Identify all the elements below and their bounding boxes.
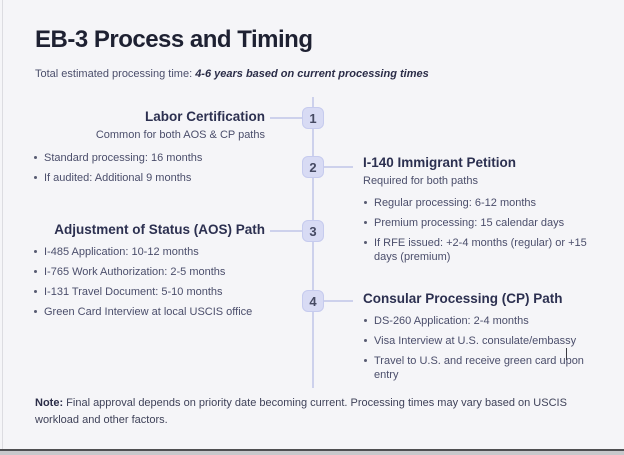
bullet-item: If RFE issued: +2-4 months (regular) or … [363, 236, 600, 264]
bullet-item: Travel to U.S. and receive green card up… [363, 354, 598, 382]
page-bottom-edge [0, 449, 624, 451]
step-bullet-list: Regular processing: 6-12 months Premium … [363, 196, 600, 264]
step-bullet-list: I-485 Application: 10-12 months I-765 Wo… [33, 245, 265, 319]
total-time-label: Total estimated processing time: [35, 68, 196, 80]
step-subtitle: Required for both paths [363, 175, 478, 187]
step-number-badge-1: 1 [302, 107, 324, 129]
step-number-badge-3: 3 [302, 220, 324, 242]
step-number-badge-4: 4 [302, 290, 324, 312]
step-number-badge-2: 2 [302, 156, 324, 178]
footer-note: Note: Final approval depends on priority… [35, 395, 595, 429]
step-subtitle: Common for both AOS & CP paths [95, 129, 265, 141]
bullet-item: Visa Interview at U.S. consulate/embassy [363, 334, 598, 348]
bullet-item: I-131 Travel Document: 5-10 months [33, 285, 265, 299]
step-labor-certification: Labor Certification Common for both AOS … [33, 109, 265, 191]
step-i140-petition: I-140 Immigrant Petition Required for bo… [363, 155, 600, 270]
step-title: Adjustment of Status (AOS) Path [54, 222, 265, 237]
step-bullet-list: DS-260 Application: 2-4 months Visa Inte… [363, 314, 598, 382]
note-text: Final approval depends on priority date … [35, 397, 567, 426]
bullet-item: Standard processing: 16 months [33, 151, 265, 165]
page-left-edge [2, 0, 3, 449]
step-cp-path: Consular Processing (CP) Path DS-260 App… [363, 291, 598, 388]
bullet-item: Regular processing: 6-12 months [363, 196, 600, 210]
bullet-item: DS-260 Application: 2-4 months [363, 314, 598, 328]
step-bullet-list: Standard processing: 16 months If audite… [33, 151, 265, 185]
text-cursor [566, 348, 567, 360]
bullet-item: I-485 Application: 10-12 months [33, 245, 265, 259]
bullet-item: Green Card Interview at local USCIS offi… [33, 305, 265, 319]
timeline-axis [312, 97, 314, 388]
note-label: Note: [35, 397, 64, 409]
total-time-summary: Total estimated processing time: 4-6 yea… [35, 68, 429, 80]
canvas-below-page [0, 451, 624, 455]
bullet-item: Premium processing: 15 calendar days [363, 216, 600, 230]
connector-line-3 [270, 230, 302, 232]
connector-line-1 [270, 117, 302, 119]
total-time-value: 4-6 years based on current processing ti… [195, 68, 429, 80]
step-aos-path: Adjustment of Status (AOS) Path I-485 Ap… [33, 222, 265, 325]
connector-line-2 [324, 166, 353, 168]
bullet-item: If audited: Additional 9 months [33, 171, 265, 185]
step-title: I-140 Immigrant Petition [363, 155, 517, 170]
bullet-item: I-765 Work Authorization: 2-5 months [33, 265, 265, 279]
connector-line-4 [324, 300, 353, 302]
step-title: Consular Processing (CP) Path [363, 291, 563, 306]
step-title: Labor Certification [144, 109, 265, 124]
page-title: EB-3 Process and Timing [35, 26, 313, 53]
